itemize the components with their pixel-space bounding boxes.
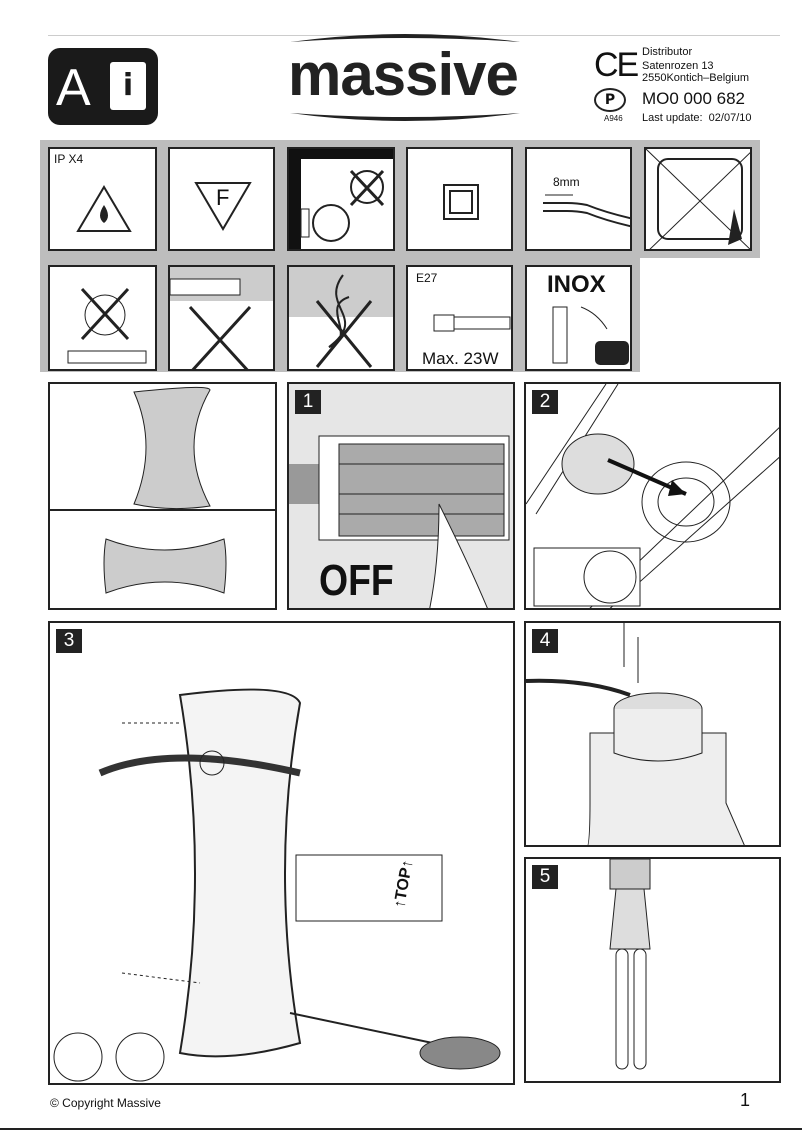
brand-name: massive	[288, 41, 519, 108]
class-ii-icon	[406, 147, 513, 251]
distributor-label: Distributor	[642, 46, 693, 58]
no-plug-icon	[644, 147, 752, 251]
page-number: 1	[740, 1090, 751, 1110]
inox-text: INOX	[547, 271, 606, 298]
f-mark-icon: F	[168, 147, 275, 251]
ip-rating-icon: IP X4	[48, 147, 157, 251]
address-line1: Satenrozen 13	[642, 60, 714, 72]
max-power-text: Max. 23W	[422, 349, 499, 368]
f-mark-text: F	[216, 185, 230, 210]
step-number: 3	[56, 629, 82, 653]
wall-mount-only-icon	[287, 147, 395, 251]
cert-code: A946	[604, 114, 623, 123]
step-2-panel: 2	[524, 382, 781, 610]
bottom-rule	[0, 1128, 802, 1130]
address-line2: 2550Kontich–Belgium	[642, 72, 750, 84]
e27-bulb-icon: E27 Max. 23W	[406, 265, 513, 371]
brand-logo: massive	[280, 30, 530, 125]
info-book-icon: i	[110, 62, 146, 110]
model-number: MO0 000 682	[642, 89, 746, 108]
strip-length-text: 8mm	[553, 175, 580, 189]
step-1-panel: 1 OFF	[287, 382, 515, 610]
product-view-vertical	[48, 382, 277, 511]
step-number: 1	[295, 390, 321, 414]
strip-wire-icon: 8mm	[525, 147, 632, 251]
no-tangled-cable-icon	[287, 265, 395, 371]
step-number: 4	[532, 629, 558, 653]
no-drill-cable-icon	[168, 265, 275, 371]
manual-badge: A i	[48, 48, 158, 125]
socket-type-text: E27	[416, 271, 438, 285]
product-view-horizontal	[48, 509, 277, 610]
ip-rating-text: IP X4	[54, 152, 84, 166]
step-3-panel: 3 ↑TOP↑	[48, 621, 515, 1085]
step-5-panel: 5	[524, 857, 781, 1083]
inox-cleaning-icon: INOX	[525, 265, 632, 371]
no-incandescent-icon	[48, 265, 157, 371]
badge-letter: A	[56, 59, 91, 117]
step-4-panel: 4	[524, 621, 781, 847]
icon-band	[40, 140, 760, 258]
off-label: OFF	[319, 556, 394, 605]
pct-cert-icon: P	[594, 88, 626, 112]
ce-mark: CE	[594, 46, 639, 84]
copyright: © Copyright Massive	[50, 1096, 161, 1110]
step-number: 5	[532, 865, 558, 889]
last-update: Last update: 02/07/10	[642, 112, 752, 124]
step-number: 2	[532, 390, 558, 414]
